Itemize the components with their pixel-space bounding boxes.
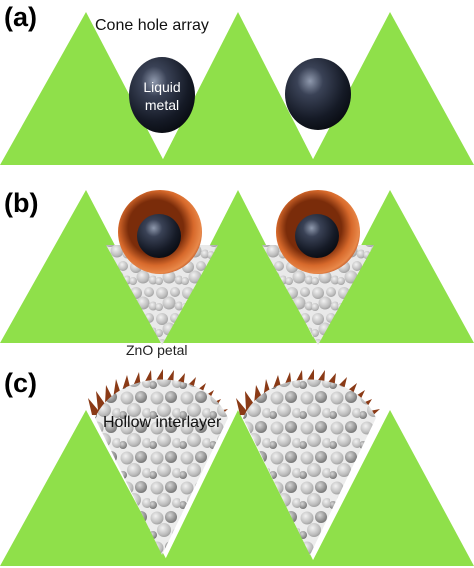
cone-b1 — [0, 190, 166, 343]
panel-a: Liquid metal (a) Cone hole array — [0, 2, 474, 165]
particle-fill-left — [106, 245, 218, 345]
hollow-interlayer-right — [243, 379, 376, 555]
panel-c-label: (c) — [4, 368, 37, 398]
particle-fill-right — [262, 245, 374, 345]
panel-a-label: (a) — [4, 2, 37, 32]
panel-c: (c) ZnO petal Hollow interlayer — [0, 342, 474, 566]
cone-a1 — [0, 12, 166, 165]
liquid-metal-label-line2: metal — [145, 97, 179, 113]
liquid-metal-label-line1: Liquid — [143, 79, 180, 95]
hollow-interlayer-left — [95, 379, 228, 555]
core-shell-right — [276, 190, 360, 274]
cone-b2 — [160, 190, 316, 343]
cone-c2 — [162, 410, 316, 566]
liquid-metal-droplet-right — [285, 58, 351, 130]
panel-b: (b) — [0, 188, 474, 345]
core-shell-left — [118, 190, 202, 274]
hollow-interlayer-label: Hollow interlayer — [103, 414, 222, 431]
panel-b-label: (b) — [4, 188, 38, 218]
cone-a2 — [160, 12, 316, 165]
cone-b3 — [310, 190, 474, 343]
cone-c1 — [0, 410, 170, 566]
cone-array-c — [0, 410, 474, 566]
cone-array-a — [0, 12, 474, 165]
cone-a3 — [310, 12, 474, 165]
zno-petal-label: ZnO petal — [126, 342, 187, 358]
cone-hole-array-label: Cone hole array — [95, 17, 209, 34]
cone-c3 — [310, 410, 474, 566]
liquid-metal-droplet-left: Liquid metal — [129, 57, 195, 133]
cone-array-b — [0, 190, 474, 343]
